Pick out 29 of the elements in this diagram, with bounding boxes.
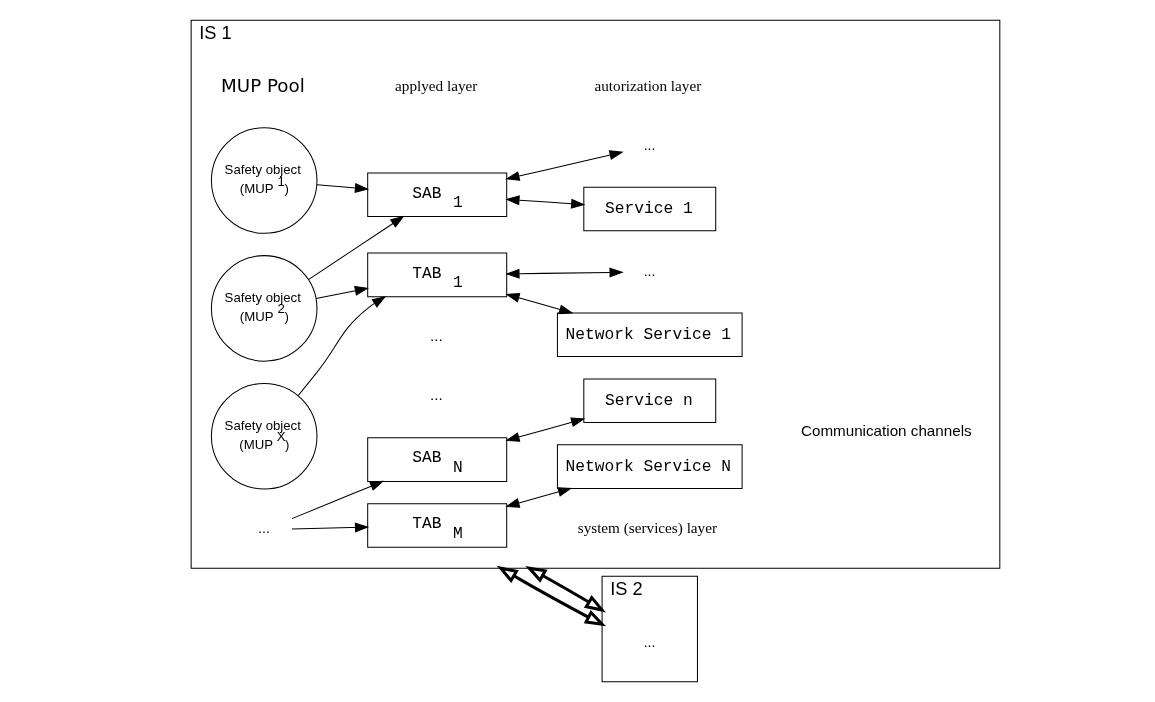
node-box: Network Service 1	[556, 312, 743, 358]
arrow	[504, 195, 585, 209]
node-text: ...	[643, 633, 656, 650]
label: MUP Pool	[220, 74, 305, 96]
node-box: Service n	[582, 378, 716, 424]
arrow	[297, 295, 386, 397]
arrow	[307, 215, 404, 280]
label: system (services) layer	[577, 519, 717, 537]
arrow	[290, 522, 369, 533]
node-box: Service 1	[582, 186, 716, 232]
label: Communication channels	[800, 421, 972, 439]
node-box: Network Service N	[556, 444, 743, 489]
label: autorization layer	[593, 76, 701, 94]
node-text: ...	[643, 136, 656, 153]
arrow	[290, 480, 384, 520]
label: ...	[429, 386, 443, 404]
arrow	[315, 183, 369, 193]
node-text: ...	[257, 520, 270, 537]
arrow	[504, 417, 585, 442]
arrow	[504, 267, 624, 279]
label: applyed layer	[394, 76, 477, 94]
arrow	[504, 487, 572, 508]
arrow	[504, 293, 573, 315]
arrow	[315, 285, 369, 299]
label: ...	[429, 327, 443, 345]
arrow	[496, 565, 606, 627]
arrow	[504, 150, 624, 181]
node-text: ...	[643, 262, 656, 279]
arrow	[524, 565, 606, 613]
